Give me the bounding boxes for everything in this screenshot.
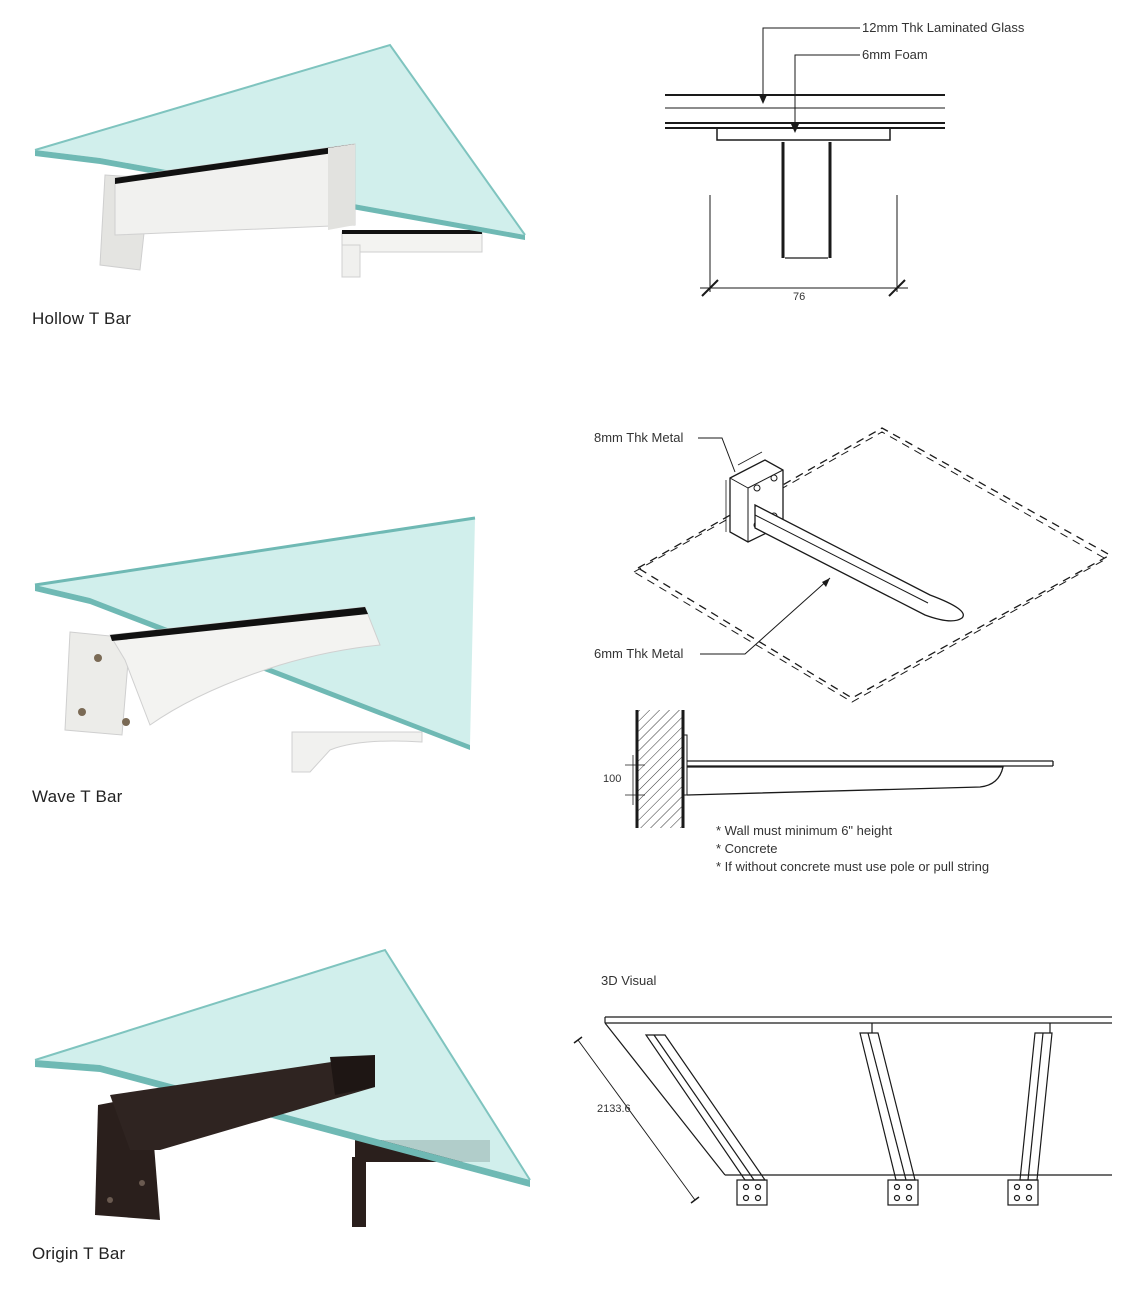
- label-laminated-glass: 12mm Thk Laminated Glass: [862, 20, 1025, 35]
- note-line: * If without concrete must use pole or p…: [716, 859, 990, 874]
- dimension-76: 76: [793, 291, 806, 303]
- product-caption-wave: Wave T Bar: [32, 787, 123, 806]
- hollow-t-bar-section-drawing: 12mm Thk Laminated Glass 6mm Foam 76: [660, 10, 1024, 310]
- hollow-t-bar-photo: [30, 40, 530, 290]
- product-caption-origin: Origin T Bar: [32, 1244, 126, 1263]
- wave-wall-svg: [625, 710, 1054, 828]
- origin-t-bar-3d-drawing: 2133.6: [570, 1005, 1120, 1220]
- wave-iso-svg: [633, 427, 1112, 703]
- wave-t-bar-notes: * Wall must minimum 6" height * Concrete…: [716, 822, 989, 876]
- origin-t-bar-illustration: [34, 948, 531, 1227]
- origin-3d-svg: [573, 1016, 1112, 1206]
- label-foam: 6mm Foam: [862, 47, 928, 62]
- product-caption-hollow: Hollow T Bar: [32, 309, 132, 328]
- wave-t-bar-iso-drawing: 8mm Thk Metal 6mm Thk Metal: [590, 420, 1120, 710]
- hollow-section-svg: [665, 27, 945, 297]
- note-line: * Concrete: [716, 841, 778, 856]
- dimension-100: 100: [603, 773, 622, 785]
- dimension-2133-6: 2133.6: [597, 1103, 631, 1115]
- label-6mm-metal: 6mm Thk Metal: [594, 646, 684, 661]
- wave-t-bar-photo: [30, 510, 490, 780]
- note-line: * Wall must minimum 6" height: [716, 823, 893, 838]
- origin-drawing-title: 3D Visual: [601, 973, 657, 988]
- hollow-t-bar-illustration: [34, 43, 526, 278]
- wave-t-bar-illustration: [34, 516, 476, 773]
- origin-t-bar-photo: [30, 945, 535, 1235]
- wave-t-bar-wall-drawing: 100: [595, 705, 1060, 830]
- label-8mm-metal: 8mm Thk Metal: [594, 430, 684, 445]
